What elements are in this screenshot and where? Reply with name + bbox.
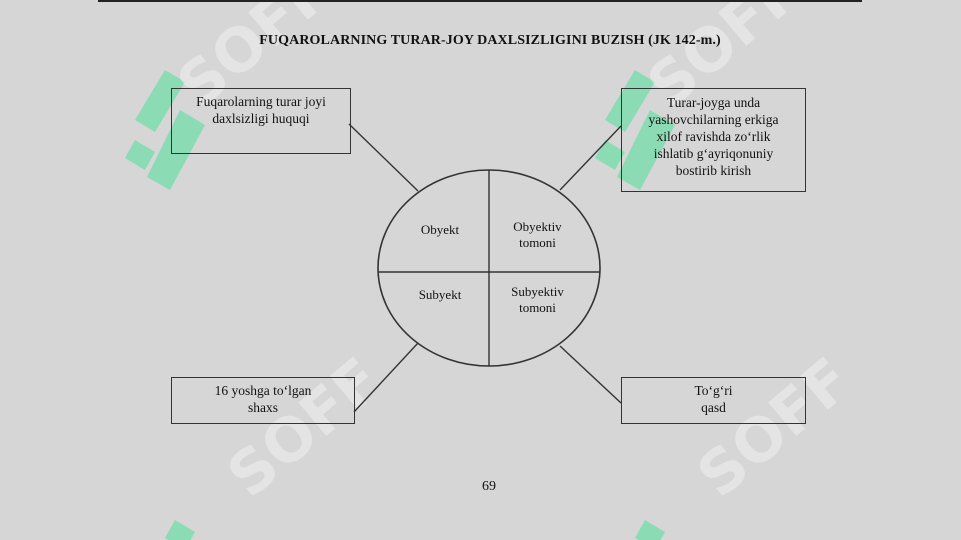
subject-box: 16 yoshga to‘lgan shaxs: [171, 377, 355, 424]
page-title: FUQAROLARNING TURAR-JOY DAXLSIZLIGINI BU…: [259, 33, 721, 48]
subject-box-text: 16 yoshga to‘lgan shaxs: [214, 383, 312, 415]
objective-side-box: Turar-joyga unda yashovchilarning erkiga…: [621, 88, 806, 192]
subjective-side-box-text: To‘g‘ri qasd: [694, 383, 733, 415]
page-number: 69: [482, 479, 496, 494]
connector-subject: [353, 342, 419, 413]
object-box: Fuqarolarning turar joyi daxlsizligi huq…: [171, 88, 351, 154]
object-box-text: Fuqarolarning turar joyi daxlsizligi huq…: [196, 94, 326, 126]
quadrant-subyektiv-tomoni: Subyektiv tomoni: [511, 284, 564, 315]
connector-object: [348, 123, 419, 192]
objective-side-box-text: Turar-joyga unda yashovchilarning erkiga…: [648, 95, 779, 178]
connector-objective-side: [559, 125, 622, 191]
quadrant-subyekt: Subyekt: [418, 287, 462, 302]
quadrant-obyektiv-tomoni: Obyektiv tomoni: [513, 219, 562, 250]
subjective-side-box: To‘g‘ri qasd: [621, 377, 806, 424]
top-rule: [98, 0, 862, 2]
quadrant-obyekt: Obyekt: [420, 222, 460, 237]
connector-subjective-side: [559, 345, 622, 404]
